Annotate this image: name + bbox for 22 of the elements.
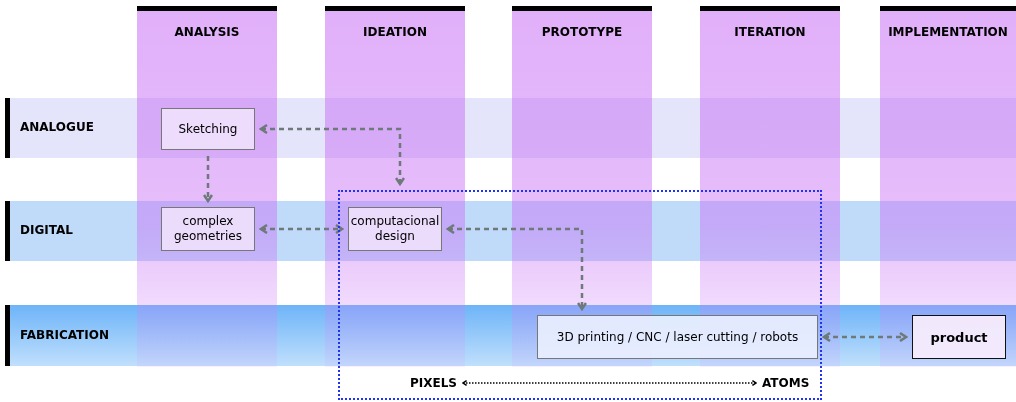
process-box: product xyxy=(912,315,1006,359)
column-header: IDEATION xyxy=(362,25,428,39)
dotted-frame xyxy=(338,190,822,400)
column-header: PROTOTYPE xyxy=(540,25,624,39)
arrow xyxy=(259,223,344,235)
arrow xyxy=(822,331,908,343)
row-label: DIGITAL xyxy=(20,223,73,237)
scale-end-label: ATOMS xyxy=(762,376,822,390)
scale-end-label: PIXELS xyxy=(380,376,457,390)
row-label: FABRICATION xyxy=(20,327,109,342)
column-header: ITERATION xyxy=(733,25,807,39)
arrow xyxy=(462,379,757,387)
column-header: ANALYSIS xyxy=(173,25,241,39)
column-header: IMPLEMENTATION xyxy=(887,25,1009,39)
process-box: complex geometries xyxy=(161,207,255,251)
arrow xyxy=(202,156,214,203)
arrow xyxy=(259,123,406,186)
process-box: computacional design xyxy=(348,207,442,251)
arrow xyxy=(446,223,588,311)
process-box: Sketching xyxy=(161,108,255,150)
process-box: 3D printing / CNC / laser cutting / robots xyxy=(537,315,818,359)
row-label: ANALOGUE xyxy=(20,120,94,134)
